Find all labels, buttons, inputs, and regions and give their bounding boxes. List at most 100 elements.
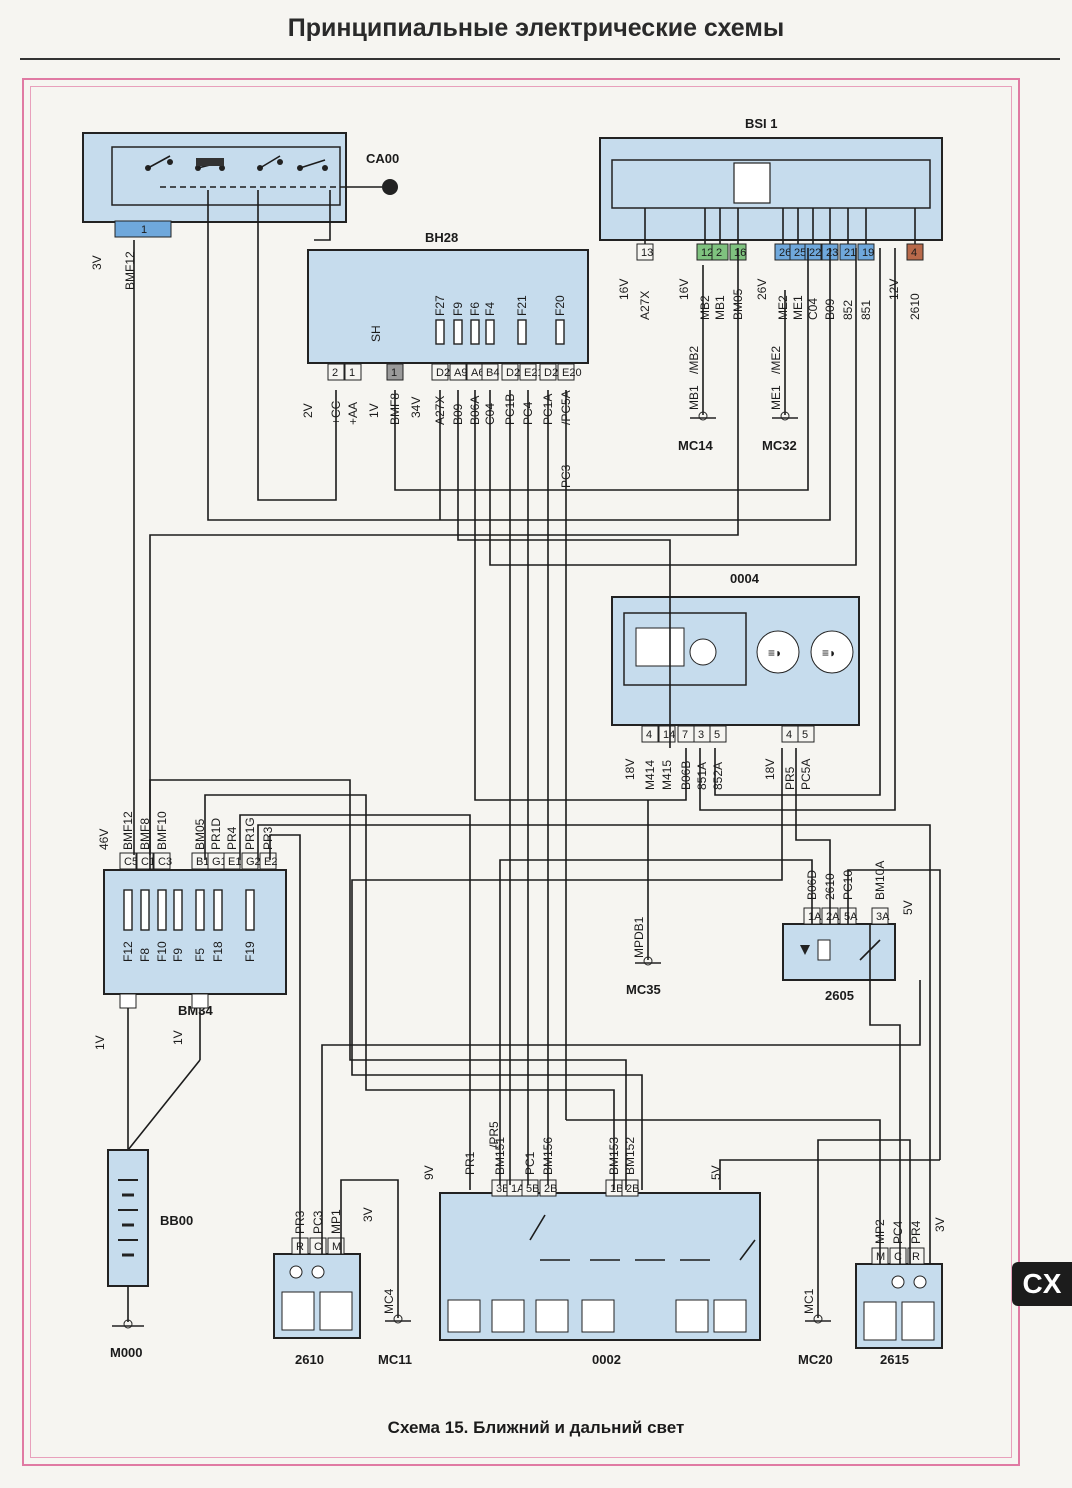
c0002-pin: 1B bbox=[610, 1183, 623, 1195]
bm34-wire: BM05 bbox=[193, 818, 207, 850]
c0002-pin: 2B bbox=[544, 1183, 557, 1195]
bh28-voltage: 1V bbox=[367, 403, 381, 418]
bm34-fuse bbox=[213, 889, 223, 931]
header-rule bbox=[20, 58, 1060, 60]
bh28-pin-box bbox=[449, 363, 467, 381]
mc11-label: MC11 bbox=[378, 1352, 412, 1367]
bh28-pin: A6 bbox=[471, 367, 484, 379]
c2610-wire: MP1 bbox=[329, 1209, 343, 1234]
mc14-wire-1: /MB2 bbox=[687, 346, 701, 374]
bm34-fuse-label: F9 bbox=[171, 948, 185, 962]
bsi1-wire: ME2 bbox=[776, 295, 790, 320]
bh28-pin: B4 bbox=[486, 367, 499, 379]
ca00-switch: CA00 1 3V BMF12 bbox=[82, 132, 399, 290]
mc35-wire: MPDB1 bbox=[632, 916, 646, 958]
c0002-pin: 2B bbox=[626, 1183, 639, 1195]
bm34-wire: PR3 bbox=[261, 826, 275, 850]
bsi1-wire: 852 bbox=[841, 300, 855, 320]
bsi1-pin: 12 bbox=[701, 247, 713, 259]
bh28-fuse-label: F20 bbox=[553, 295, 567, 316]
bh28-fuse bbox=[517, 319, 527, 345]
mc32-ground: /ME2 ME1 MC32 bbox=[762, 290, 798, 453]
bm34-wire: BMF12 bbox=[121, 811, 135, 850]
bsi1-voltage: 16V bbox=[677, 279, 691, 300]
bsi1-pin: 23 bbox=[826, 247, 838, 259]
section-tab: CX bbox=[1012, 1262, 1072, 1306]
bm34-fuse-label: F10 bbox=[155, 941, 169, 962]
c2615-voltage: 3V bbox=[933, 1217, 947, 1232]
bm34-fuse bbox=[123, 889, 133, 931]
mc32-label: MC32 bbox=[762, 438, 797, 453]
bh28-pin-box bbox=[501, 363, 519, 381]
bh28-fuse-label: F4 bbox=[483, 302, 497, 316]
bm34-pin-box bbox=[119, 852, 137, 870]
c0002-wire: BM152 bbox=[623, 1137, 637, 1175]
mc14-label: MC14 bbox=[678, 438, 713, 453]
c0004-label: 0004 bbox=[730, 571, 760, 586]
mc20-label: MC20 bbox=[798, 1352, 833, 1367]
bsi1-pin-box bbox=[636, 243, 654, 261]
bh28-label: BH28 bbox=[425, 230, 458, 245]
wiring-harness bbox=[133, 190, 941, 1270]
svg-text:≡◗: ≡◗ bbox=[768, 646, 782, 660]
bsi1-label: BSI 1 bbox=[745, 116, 778, 131]
bh28-pin-box bbox=[386, 363, 404, 381]
bb00-label: BB00 bbox=[160, 1213, 193, 1228]
bh28-pin: A9 bbox=[454, 367, 467, 379]
bm34-pin-box bbox=[241, 852, 259, 870]
c0004-pin-box bbox=[641, 725, 659, 743]
bsi1-voltage: 26V bbox=[755, 279, 769, 300]
bm34-pin: C3 bbox=[158, 856, 172, 868]
mc11-wire: MC4 bbox=[382, 1288, 396, 1314]
bh28-fuse-label: F9 bbox=[451, 302, 465, 316]
c2605-pin: 1A bbox=[808, 911, 822, 923]
bm34-fuse-label: F5 bbox=[193, 948, 207, 962]
bh28-pin-box bbox=[481, 363, 499, 381]
bsi1-wire: 2610 bbox=[908, 293, 922, 320]
mc35-ground: MPDB1 MC35 bbox=[626, 800, 661, 997]
bsi1-pin: 4 bbox=[911, 247, 917, 259]
mc20-wire: MC1 bbox=[802, 1288, 816, 1314]
page-header: Принципиальные электрические схемы bbox=[287, 14, 785, 42]
bsi1-pin-box bbox=[857, 243, 875, 261]
bh28-fuse-label: F27 bbox=[433, 295, 447, 316]
ca00-label: CA00 bbox=[366, 151, 399, 166]
bsi1-wire: A27X bbox=[638, 291, 652, 320]
ca00-pin: 1 bbox=[141, 224, 147, 236]
bh28-fuse bbox=[435, 319, 445, 345]
bh28-pin: 2 bbox=[332, 367, 338, 379]
bm34-wire: PR1G bbox=[243, 817, 257, 850]
mc32-wire-2: ME1 bbox=[769, 385, 783, 410]
bm34-out-voltage-2: 1V bbox=[171, 1030, 185, 1045]
bsi1-pin: 21 bbox=[844, 247, 856, 259]
mc14-wire-2: MB1 bbox=[687, 385, 701, 410]
bm34-pin-box bbox=[259, 852, 277, 870]
bm34-fuse bbox=[195, 889, 205, 931]
c0004-wire: 851A bbox=[695, 762, 709, 790]
c0002-wire: PC1 bbox=[523, 1151, 537, 1175]
bm34-wire: BMF10 bbox=[155, 811, 169, 850]
bm34-pin: G1 bbox=[212, 856, 227, 868]
bh28-pin-box bbox=[557, 363, 575, 381]
c2605-pin-box bbox=[871, 907, 889, 925]
c2615-wire: PR4 bbox=[909, 1220, 923, 1244]
bsi1-pin: 25 bbox=[794, 247, 806, 259]
c0004-voltage: 18V bbox=[763, 759, 777, 780]
c2615-pin-box bbox=[907, 1247, 925, 1265]
bm34-wire: BMF8 bbox=[138, 818, 152, 850]
bh28-pin-box bbox=[344, 363, 362, 381]
c0002-pin: 3B bbox=[496, 1183, 509, 1195]
c2615-pin-box bbox=[889, 1247, 907, 1265]
bm34-fuse bbox=[173, 889, 183, 931]
c0004-pin: 5 bbox=[802, 729, 808, 741]
c0004-pin: 4 bbox=[786, 729, 792, 741]
c0004-pin: 5 bbox=[714, 729, 720, 741]
bh28-pin-box bbox=[327, 363, 345, 381]
mc11-ground: MC4 MC11 bbox=[378, 1270, 412, 1367]
c0002-voltage-2: 5V bbox=[709, 1165, 723, 1180]
bh28-pin: 1 bbox=[349, 367, 355, 379]
